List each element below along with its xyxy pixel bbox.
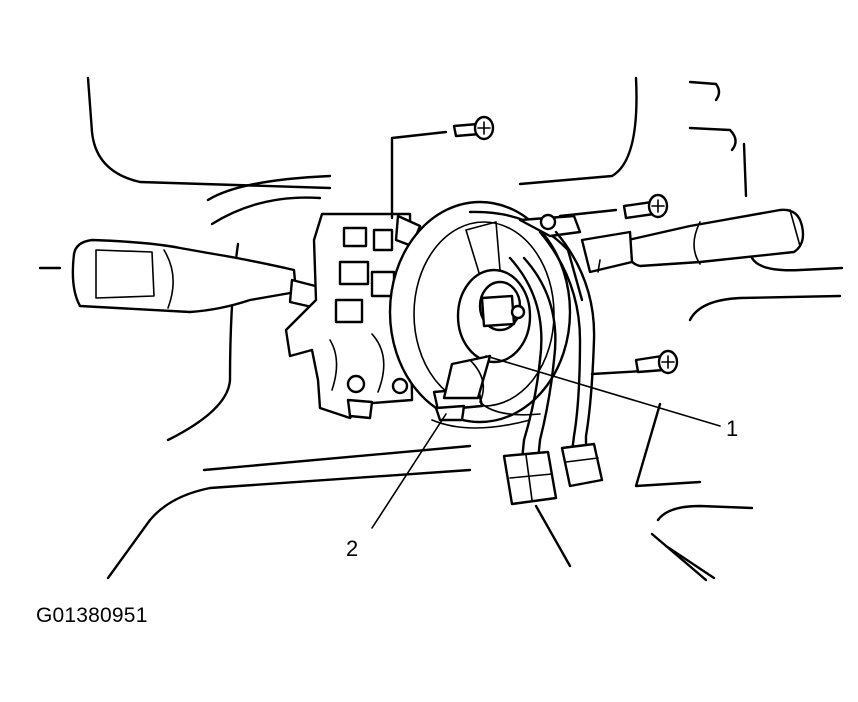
callout-2-label: 2	[346, 536, 358, 561]
wire-harness	[502, 230, 604, 568]
screw-right-upper	[558, 193, 669, 220]
right-lever	[580, 208, 805, 274]
switch-housing	[284, 212, 422, 420]
figure-id-label: G01380951	[36, 604, 148, 627]
callout-1-label: 1	[726, 416, 738, 441]
callout-2-leader	[371, 413, 447, 529]
callout-leaders	[371, 355, 721, 529]
screw-right-lower	[634, 349, 679, 375]
screw-top	[390, 115, 495, 220]
callout-1-leader	[485, 355, 721, 427]
